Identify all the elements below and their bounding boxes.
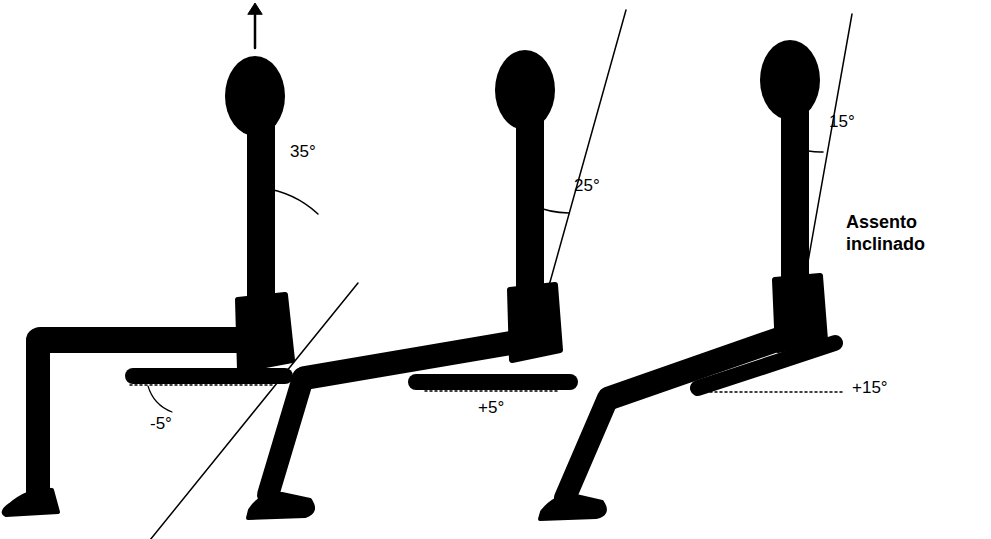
figure-upright [4, 3, 358, 539]
figure-inclined-seat [540, 14, 852, 519]
figure-forward-seat [248, 10, 626, 518]
angle-label: 25° [574, 176, 600, 196]
seat-caption: Assento inclinado [846, 212, 946, 255]
angle-label: 15° [829, 112, 855, 132]
angle-label: 35° [290, 142, 316, 162]
angle-label: -5° [150, 414, 172, 434]
angle-label: +15° [852, 378, 888, 398]
angle-label: +5° [478, 398, 504, 418]
